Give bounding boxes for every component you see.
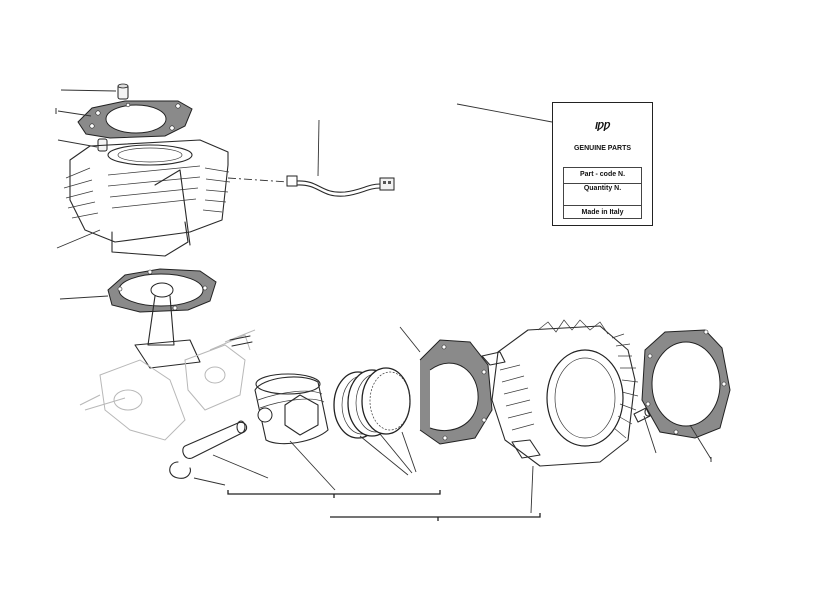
crankshaft	[79, 329, 256, 441]
genuine-parts-label: ƖǷǷ GENUINE PARTS Part - code N. Quantit…	[552, 102, 653, 226]
cylinder-gasket-right	[641, 329, 731, 439]
cylinder-gasket-middle	[419, 339, 493, 445]
connecting-rod	[134, 282, 201, 369]
brand-logo: ƖǷǷ	[594, 121, 611, 132]
made-in-row: Made in Italy	[581, 209, 624, 216]
label-title: GENUINE PARTS	[573, 145, 632, 152]
dowel-pin-top	[117, 83, 129, 100]
cylinder-right	[481, 319, 639, 467]
piston	[254, 373, 329, 445]
cylinder-upper	[63, 139, 231, 257]
label-table: Part - code N. Quantity N. Made in Italy	[563, 167, 642, 219]
part-code-row: Part - code N.	[564, 171, 641, 184]
temperature-sensor-cable	[227, 175, 395, 197]
group-bracket-cylinder	[330, 513, 541, 521]
circlip	[169, 461, 192, 479]
piston-rings	[333, 367, 411, 439]
quantity-row: Quantity N.	[564, 185, 641, 206]
piston-pin	[182, 420, 248, 460]
cylinder-head-gasket-top	[77, 100, 193, 139]
leader-lines	[56, 89, 712, 514]
group-bracket-piston	[227, 490, 441, 498]
